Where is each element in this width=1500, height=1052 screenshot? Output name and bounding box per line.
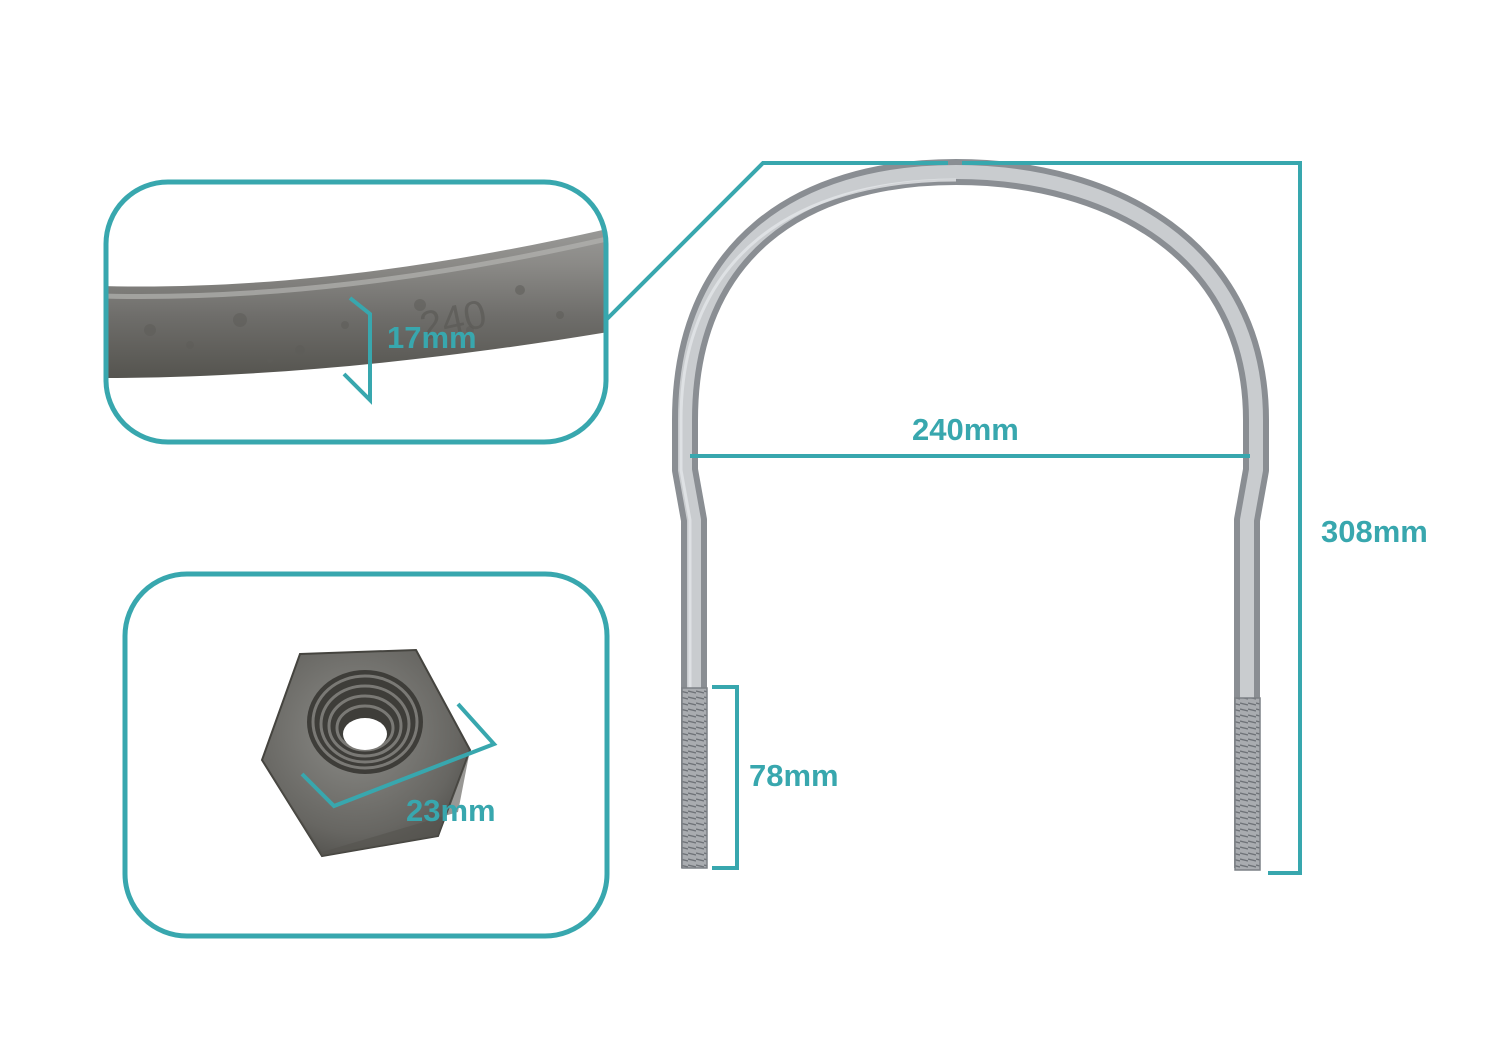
left-thread [681, 687, 708, 869]
rod-closeup-inset: 240 [103, 179, 609, 445]
nut-closeup-inset [122, 571, 610, 939]
rod-texture [144, 285, 564, 363]
nut-threads [311, 674, 419, 770]
u-bolt-sheen [679, 178, 957, 860]
u-bolt-highlight [678, 165, 1263, 868]
width-label: 240mm [912, 412, 1019, 447]
callout-leader-line [604, 161, 948, 322]
nut-closeup-frame [122, 571, 610, 939]
u-bolt [672, 159, 1269, 871]
nut-width-marker [300, 702, 498, 809]
nut-width-label: 23mm [406, 793, 496, 828]
thread-dimension-line [712, 685, 739, 870]
height-dimension-line [962, 161, 1302, 875]
thread-length-label: 78mm [749, 758, 839, 793]
dimension-lines [604, 161, 1302, 875]
rod-diameter-label: 17mm [387, 320, 477, 355]
right-thread [1234, 697, 1261, 871]
height-label: 308mm [1321, 514, 1428, 549]
rod-diameter-marker [342, 296, 372, 405]
rod-closeup-frame [103, 179, 609, 445]
